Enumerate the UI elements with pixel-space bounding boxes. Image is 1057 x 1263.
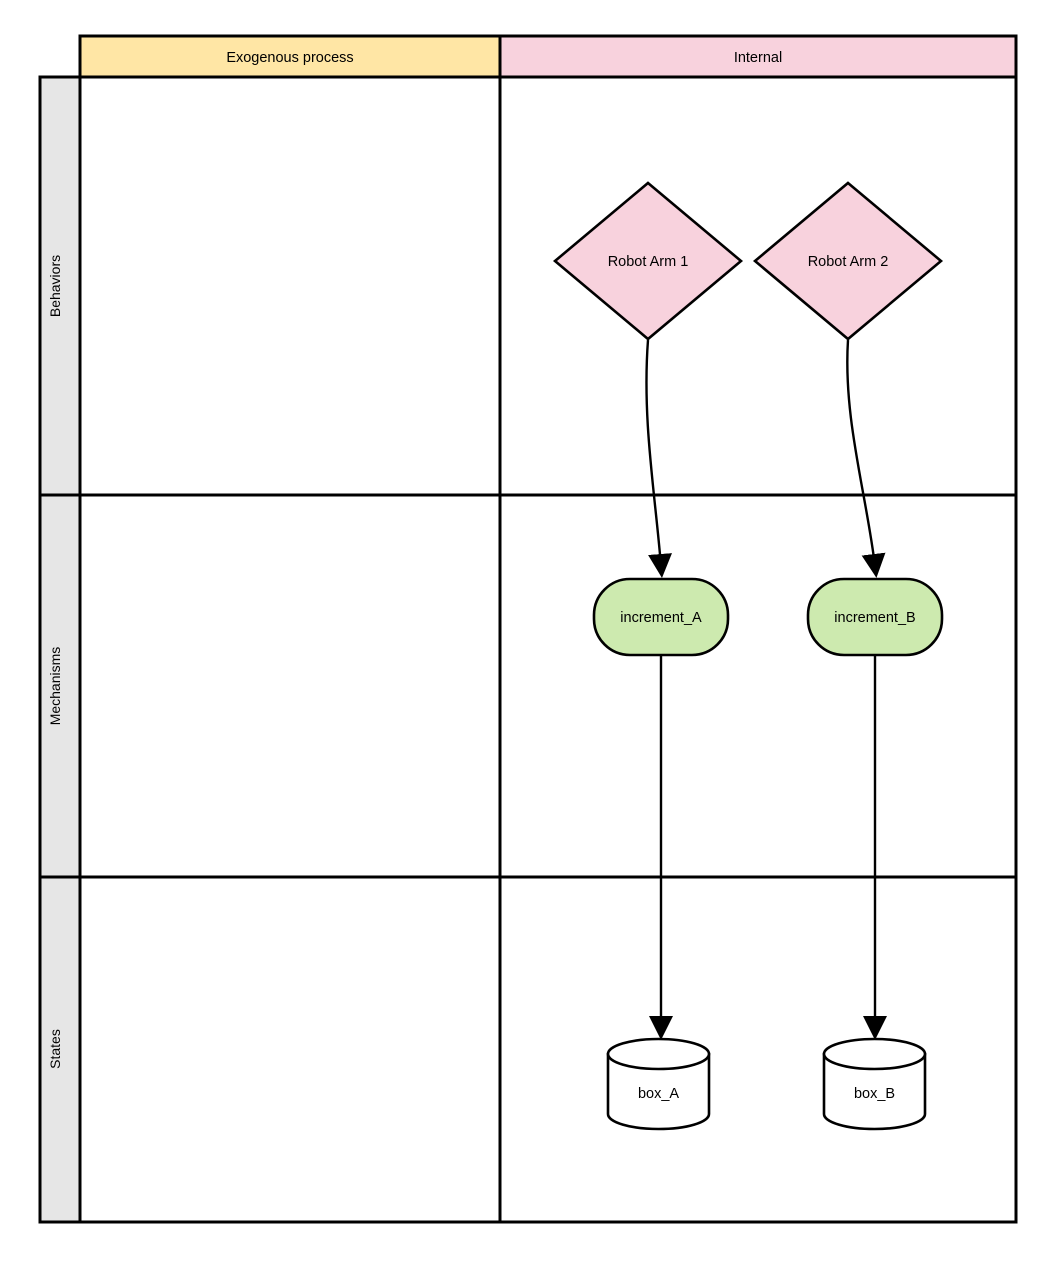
node-robot-arm-1[interactable]: Robot Arm 1: [552, 181, 744, 341]
row-header-label-behaviors: Behaviors: [47, 255, 63, 317]
node-robot-arm-2[interactable]: Robot Arm 2: [752, 181, 944, 341]
column-header-label-exogenous: Exogenous process: [226, 50, 353, 66]
row-header-labels: Behaviors Mechanisms States: [47, 255, 63, 1069]
edge-robot-arm-1-to-increment-a: [645, 339, 672, 578]
lane-backgrounds: [40, 36, 1016, 1222]
cylinder-top-box-a: [606, 1037, 711, 1071]
node-label-box-b: box_B: [854, 1086, 895, 1102]
row-header-fill-mechanisms: [40, 495, 80, 877]
node-label-increment-a: increment_A: [620, 610, 702, 626]
rounded-rect-shape-increment-b[interactable]: [806, 577, 944, 657]
node-increment-a[interactable]: increment_A: [592, 577, 730, 657]
cylinder-top-box-b: [822, 1037, 927, 1071]
cylinder-body-box-a[interactable]: [606, 1052, 711, 1131]
column-header-fill-internal: [500, 36, 1016, 77]
edge-robot-arm-2-to-increment-b: [846, 339, 886, 578]
row-header-fill-behaviors: [40, 77, 80, 495]
node-label-box-a: box_A: [638, 1086, 679, 1102]
node-label-increment-b: increment_B: [834, 610, 915, 626]
column-header-labels: Exogenous process Internal: [226, 50, 782, 66]
diagram-edges: [645, 339, 887, 1040]
node-box-b[interactable]: box_B: [822, 1037, 927, 1131]
node-increment-b[interactable]: increment_B: [806, 577, 944, 657]
column-header-label-internal: Internal: [734, 50, 782, 66]
grid-header-internal: [498, 34, 1018, 79]
column-header-fill-exogenous: [80, 36, 500, 77]
cylinder-body-box-b[interactable]: [822, 1052, 927, 1131]
row-header-label-mechanisms: Mechanisms: [47, 647, 63, 726]
diamond-shape-robot-arm-1[interactable]: [552, 181, 744, 341]
row-header-label-states: States: [47, 1029, 63, 1069]
diamond-shape-robot-arm-2[interactable]: [752, 181, 944, 341]
node-label-robot-arm-1: Robot Arm 1: [608, 254, 689, 270]
node-box-a[interactable]: box_A: [606, 1037, 711, 1131]
node-label-robot-arm-2: Robot Arm 2: [808, 254, 889, 270]
row-header-fill-states: [40, 877, 80, 1222]
rounded-rect-shape-increment-a[interactable]: [592, 577, 730, 657]
swimlane-grid: [38, 34, 1018, 1224]
